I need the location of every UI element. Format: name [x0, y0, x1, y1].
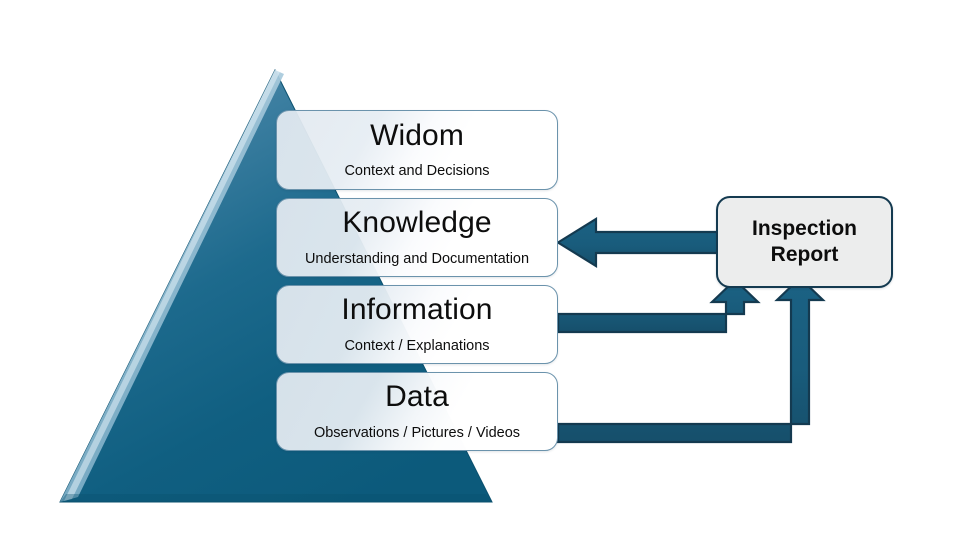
connector-information-to-report — [556, 278, 761, 334]
tier-box-knowledge[interactable]: Knowledge Understanding and Documentatio… — [276, 198, 558, 277]
tier-title-information: Information — [341, 293, 493, 327]
tier-subtitle-information: Context / Explanations — [344, 337, 490, 354]
tier-subtitle-knowledge: Understanding and Documentation — [304, 250, 530, 267]
tier-title-data: Data — [385, 380, 449, 414]
tier-title-wisdom: Widom — [370, 118, 464, 152]
connector-report-to-knowledge — [555, 217, 720, 268]
inspection-report-label: Inspection Report — [751, 217, 857, 266]
tier-box-data[interactable]: Data Observations / Pictures / Videos — [276, 372, 558, 451]
tier-box-information[interactable]: Information Context / Explanations — [276, 285, 558, 364]
tier-box-wisdom[interactable]: Widom Context and Decisions — [276, 110, 558, 190]
inspection-report-node[interactable]: Inspection Report — [716, 196, 893, 288]
tier-subtitle-data: Observations / Pictures / Videos — [313, 424, 521, 441]
tier-subtitle-wisdom: Context and Decisions — [344, 163, 490, 180]
tier-title-knowledge: Knowledge — [342, 206, 492, 240]
connector-data-to-report — [556, 276, 826, 444]
